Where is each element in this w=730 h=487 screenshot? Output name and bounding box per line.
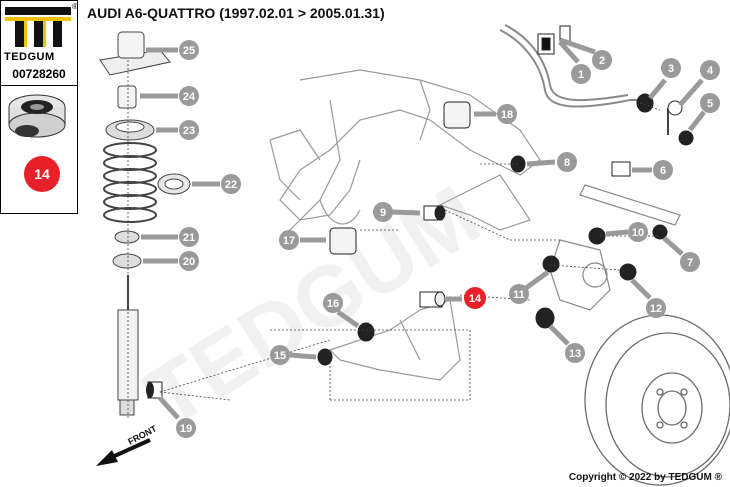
part-info-panel: ® TEDGUM 00728260 14 [0,0,78,214]
callout-24-label: 24 [183,91,196,103]
upper-control-arm [438,174,531,231]
callout-14: 14 [446,287,486,309]
callout-10-label: 10 [632,227,644,239]
callouts: 1 2 3 4 5 6 [140,37,720,438]
front-direction-arrow: FRONT [96,423,159,466]
callout-5-label: 5 [707,98,713,110]
strut-assembly [99,31,191,416]
callout-18-label: 18 [501,109,513,121]
callout-16: 16 [323,293,360,329]
registered-mark: ® [72,2,78,11]
callout-25-label: 25 [183,45,195,57]
callout-2: 2 [559,37,612,70]
callout-13: 13 [548,324,585,363]
callout-15: 15 [270,345,317,365]
callout-11-label: 11 [513,289,525,301]
wheel-knuckle [549,239,611,311]
callout-16-label: 16 [327,298,339,310]
callout-12-label: 12 [650,303,662,315]
callout-22-label: 22 [225,179,237,191]
subframe [269,69,541,241]
callout-19: 19 [158,396,196,438]
callout-4-label: 4 [707,65,714,77]
callout-23: 23 [156,120,199,140]
page-title: AUDI A6-QUATTRO (1997.02.01 > 2005.01.31… [87,5,385,21]
highlight-number-badge: 14 [24,156,60,192]
dashed-leaders [127,60,661,420]
callout-19-label: 19 [180,423,192,435]
callout-1-label: 1 [578,69,584,81]
callout-21: 21 [141,227,199,247]
callout-3-label: 3 [668,63,674,75]
callout-22: 22 [192,174,241,194]
callout-21-label: 21 [183,232,195,244]
copyright-text: Copyright © 2022 by TEDGUM ® [568,472,722,483]
callout-11: 11 [509,269,550,304]
callout-17: 17 [279,230,326,250]
tedgum-logo: ® TEDGUM [1,1,78,63]
callout-8: 8 [526,152,577,172]
wheel-disc [584,314,730,486]
callout-18: 18 [474,104,517,124]
callout-12: 12 [630,278,666,318]
callout-23-label: 23 [183,125,195,137]
bushing-parts [317,25,694,366]
callout-6: 6 [632,160,673,180]
callout-4: 4 [678,60,720,107]
callout-24: 24 [140,86,199,106]
bushing-thumbnail-icon [8,94,66,138]
callout-3: 3 [648,58,681,100]
callout-25: 25 [146,40,199,60]
lower-control-arm [328,299,461,381]
callout-9: 9 [373,202,421,222]
callout-7-label: 7 [687,257,693,269]
track-rod [579,184,681,226]
stabilizer-bar [499,24,650,108]
callout-20-label: 20 [183,256,195,268]
callout-15-label: 15 [274,350,286,362]
callout-5: 5 [688,93,720,132]
callout-20: 20 [143,251,199,271]
callout-14-label: 14 [469,293,482,305]
callout-8-label: 8 [564,157,570,169]
callout-10: 10 [605,222,648,242]
panel-divider [1,85,77,86]
callout-13-label: 13 [569,348,581,360]
part-number: 00728260 [12,67,66,81]
callout-9-label: 9 [380,207,386,219]
callout-1: 1 [558,40,591,84]
callout-7: 7 [662,236,700,272]
callout-2-label: 2 [599,55,605,67]
brand-name: TEDGUM [4,51,55,63]
callout-6-label: 6 [660,165,666,177]
callout-17-label: 17 [283,235,295,247]
tedgum-logo-icon [5,7,71,47]
